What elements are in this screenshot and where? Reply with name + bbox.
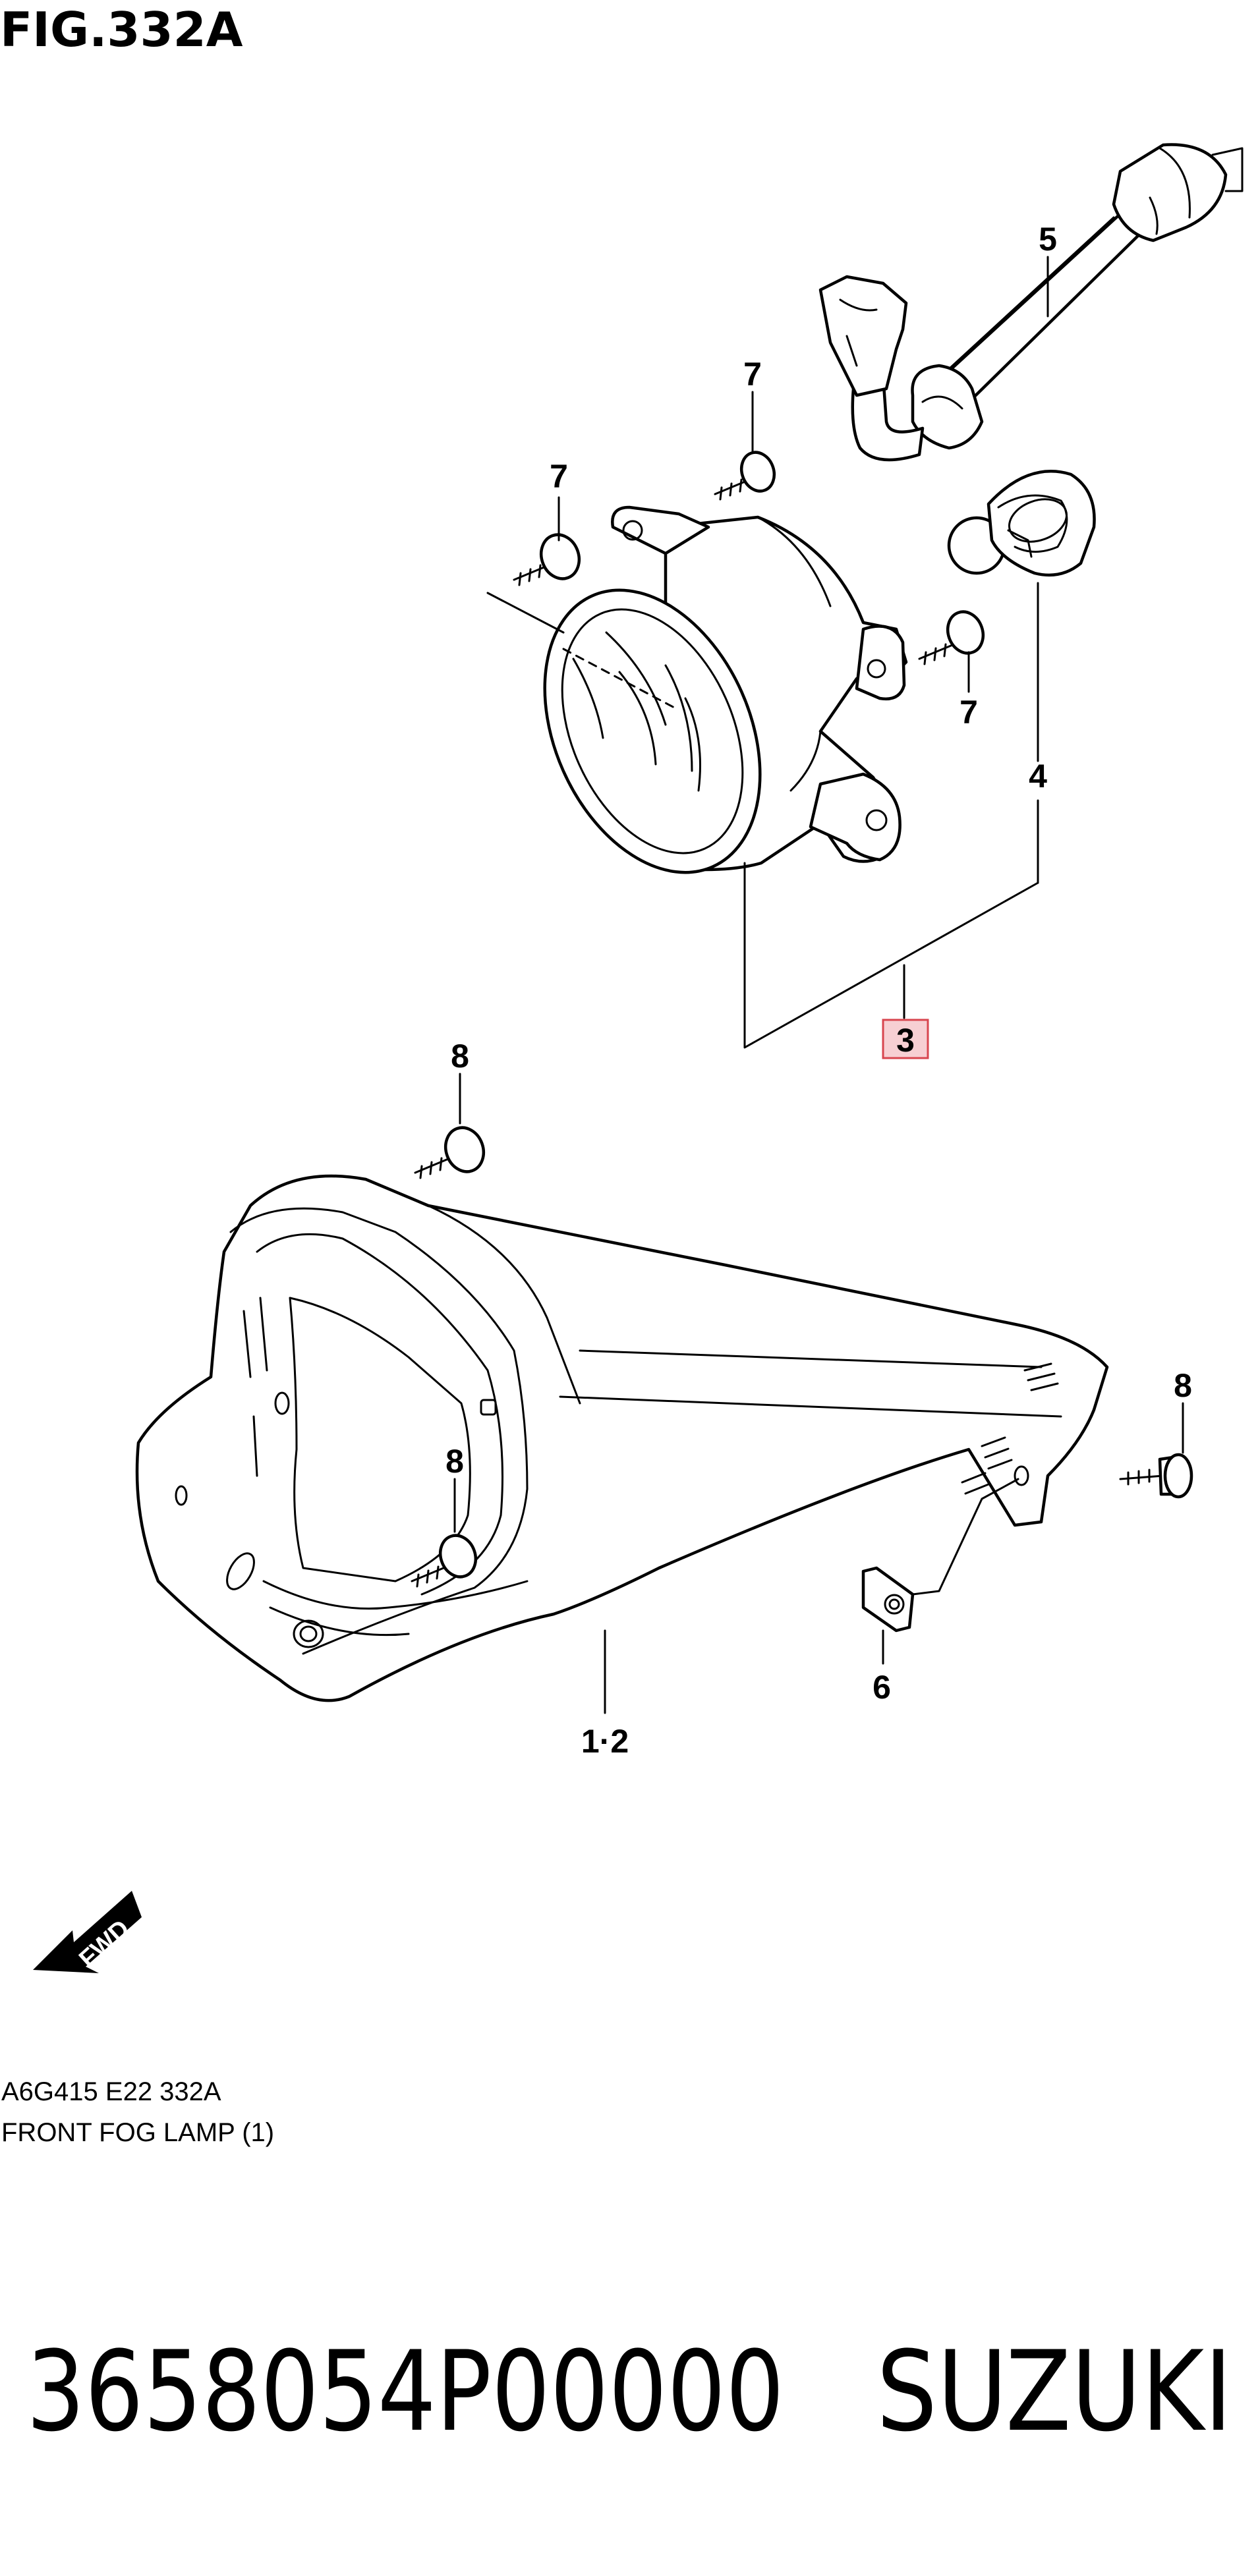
callout-7-top: 7 xyxy=(743,356,762,393)
callout-8-middle: 8 xyxy=(445,1443,464,1480)
callout-4: 4 xyxy=(1029,758,1047,795)
callout-7-left: 7 xyxy=(550,458,568,495)
screw-7-left[interactable] xyxy=(513,529,585,586)
callout-5: 5 xyxy=(1039,221,1057,258)
brand-name: SUZUKI xyxy=(876,2327,1232,2456)
wiring-harness[interactable] xyxy=(818,143,1244,462)
figure-title: FIG.332A xyxy=(0,2,243,57)
leader-lines xyxy=(453,256,1184,1714)
bulb-socket[interactable] xyxy=(947,470,1096,577)
callout-7-right: 7 xyxy=(959,694,978,731)
callout-8-top: 8 xyxy=(451,1038,469,1075)
fog-lamp-bracket[interactable] xyxy=(135,1174,1109,1702)
part-number: 3658054P00000 xyxy=(26,2327,784,2456)
screw-8-top[interactable] xyxy=(414,1122,490,1179)
callout-1-2: 1·2 xyxy=(581,1723,629,1760)
forward-direction-badge: FWD xyxy=(33,1891,142,1973)
callout-3-highlight[interactable]: 3 xyxy=(882,1019,929,1059)
fog-lamp-unit[interactable] xyxy=(503,505,908,907)
screw-8-middle[interactable] xyxy=(411,1530,481,1588)
callout-8-right: 8 xyxy=(1174,1367,1192,1404)
screw-7-right[interactable] xyxy=(918,607,988,665)
callout-3: 3 xyxy=(896,1022,915,1059)
forward-arrow-icon xyxy=(33,1891,142,1973)
figure-caption: FRONT FOG LAMP (1) xyxy=(1,2118,274,2147)
screw-8-right[interactable] xyxy=(1119,1453,1193,1499)
reference-code: A6G415 E22 332A xyxy=(1,2077,221,2106)
screw-7-top[interactable] xyxy=(714,448,780,501)
callout-6: 6 xyxy=(873,1669,891,1706)
clip-nut[interactable] xyxy=(861,1566,915,1633)
